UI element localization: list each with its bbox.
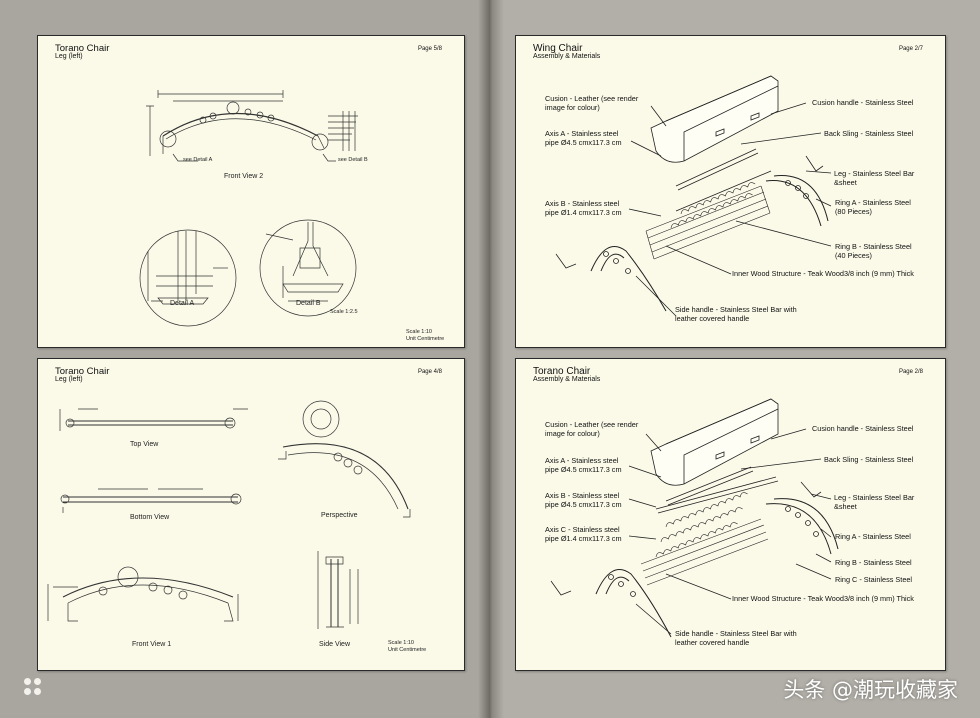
technical-drawing-front-view-2 <box>139 90 358 327</box>
sheet-subtitle: Leg (left) <box>55 376 83 383</box>
callout-back-sling: Back Sling - Stainless Steel <box>824 129 914 138</box>
callout-side-handle-1: Side handle - Stainless Steel Bar with <box>675 629 797 638</box>
page-number: Page 2/8 <box>898 369 923 375</box>
callout-ring-c: Ring C - Stainless Steel <box>835 575 913 584</box>
callout-leg-2: &sheet <box>834 178 857 187</box>
sheet-title: Wing Chair <box>533 43 583 54</box>
page-number: Page 2/7 <box>898 46 923 52</box>
detail-a-caption: Detail A <box>170 300 195 307</box>
four-dots-icon <box>24 678 44 698</box>
callout-side-handle-2: leather covered handle <box>675 314 750 323</box>
callout-ring-a-2: (80 Pieces) <box>835 207 872 216</box>
callout-inner-wood: Inner Wood Structure - Teak Wood3/8 inch… <box>732 269 914 278</box>
scale-label: Scale 1:10 <box>388 640 414 646</box>
callout-cushion-2: image for colour) <box>545 103 600 112</box>
sheet-subtitle: Assembly & Materials <box>533 376 601 383</box>
callout-leg-1: Leg - Stainless Steel Bar <box>834 169 915 178</box>
callout-cushion-handle: Cusion handle - Stainless Steel <box>812 98 914 107</box>
callout-axis-a-1: Axis A - Stainless steel <box>545 456 619 465</box>
front-view-2-caption: Front View 2 <box>224 173 264 180</box>
callout-inner-wood: Inner Wood Structure - Teak Wood3/8 inch… <box>732 594 914 603</box>
exploded-assembly-drawing <box>550 398 839 638</box>
callout-ring-a-1: Ring A - Stainless Steel <box>835 198 911 207</box>
callout-ring-b: Ring B - Stainless Steel <box>835 558 912 567</box>
unit-label: Unit Centimetre <box>388 647 427 653</box>
technical-drawing-views <box>47 400 411 629</box>
watermark-text: 头条 @潮玩收藏家 <box>783 678 958 702</box>
sheet-leg-left-page-4: Torano Chair Leg (left) Page 4/8 <box>37 358 465 671</box>
sheet-title: Torano Chair <box>55 43 110 54</box>
detail-scale-label: Scale 1:2.5 <box>330 309 358 315</box>
callout-cushion-1: Cusion - Leather (see render <box>545 94 639 103</box>
exploded-assembly-drawing <box>555 75 832 317</box>
callout-leg-1: Leg - Stainless Steel Bar <box>834 493 915 502</box>
page-number: Page 5/8 <box>417 46 442 52</box>
sheet-torano-chair-assembly: Torano Chair Assembly & Materials Page 2… <box>515 358 946 671</box>
sheet-subtitle: Leg (left) <box>55 53 83 60</box>
callout-back-sling: Back Sling - Stainless Steel <box>824 455 914 464</box>
perspective-caption: Perspective <box>321 512 358 519</box>
sheet-subtitle: Assembly & Materials <box>533 53 601 60</box>
sheet-title: Torano Chair <box>55 366 110 377</box>
callout-axis-b-2: pipe Ø1.4 cmx117.3 cm <box>545 208 622 217</box>
callout-axis-b-2: pipe Ø4.5 cmx117.3 cm <box>545 500 622 509</box>
sheet-title: Torano Chair <box>533 366 591 377</box>
callout-axis-a-1: Axis A - Stainless steel <box>545 129 619 138</box>
book-gutter <box>478 0 504 718</box>
callout-axis-a-2: pipe Ø4.5 cmx117.3 cm <box>545 465 622 474</box>
callout-side-handle-1: Side handle - Stainless Steel Bar with <box>675 305 797 314</box>
callout-cushion-1: Cusion - Leather (see render <box>545 420 639 429</box>
callout-ring-b-1: Ring B - Stainless Steel <box>835 242 912 251</box>
callout-axis-b-1: Axis B - Stainless steel <box>545 491 620 500</box>
callout-ring-a: Ring A - Stainless Steel <box>835 532 911 541</box>
callout-side-handle-2: leather covered handle <box>675 638 750 647</box>
front-view-1-caption: Front View 1 <box>132 641 172 648</box>
sheet-leg-left-page-5: Torano Chair Leg (left) Page 5/8 <box>37 35 465 348</box>
callout-axis-a-2: pipe Ø4.5 cmx117.3 cm <box>545 138 622 147</box>
callout-axis-c-1: Axis C - Stainless steel <box>545 525 620 534</box>
callout-ring-b-2: (40 Pieces) <box>835 251 872 260</box>
bottom-view-caption: Bottom View <box>130 514 170 521</box>
callout-cushion-2: image for colour) <box>545 429 600 438</box>
sheet-wing-chair-assembly: Wing Chair Assembly & Materials Page 2/7 <box>515 35 946 348</box>
callout-leg-2: &sheet <box>834 502 857 511</box>
page-number: Page 4/8 <box>417 369 442 375</box>
scale-label: Scale 1:10 <box>406 329 432 335</box>
callout-axis-c-2: pipe Ø1.4 cmx117.3 cm <box>545 534 622 543</box>
detail-b-caption: Detail B <box>296 300 321 307</box>
unit-label: Unit Centimetre <box>406 336 445 342</box>
side-view-caption: Side View <box>319 641 351 648</box>
top-view-caption: Top View <box>130 441 159 448</box>
see-detail-a-label: see Detail A <box>183 157 213 163</box>
callout-axis-b-1: Axis B - Stainless steel <box>545 199 620 208</box>
see-detail-b-label: see Detail B <box>338 157 368 163</box>
callout-cushion-handle: Cusion handle - Stainless Steel <box>812 424 914 433</box>
